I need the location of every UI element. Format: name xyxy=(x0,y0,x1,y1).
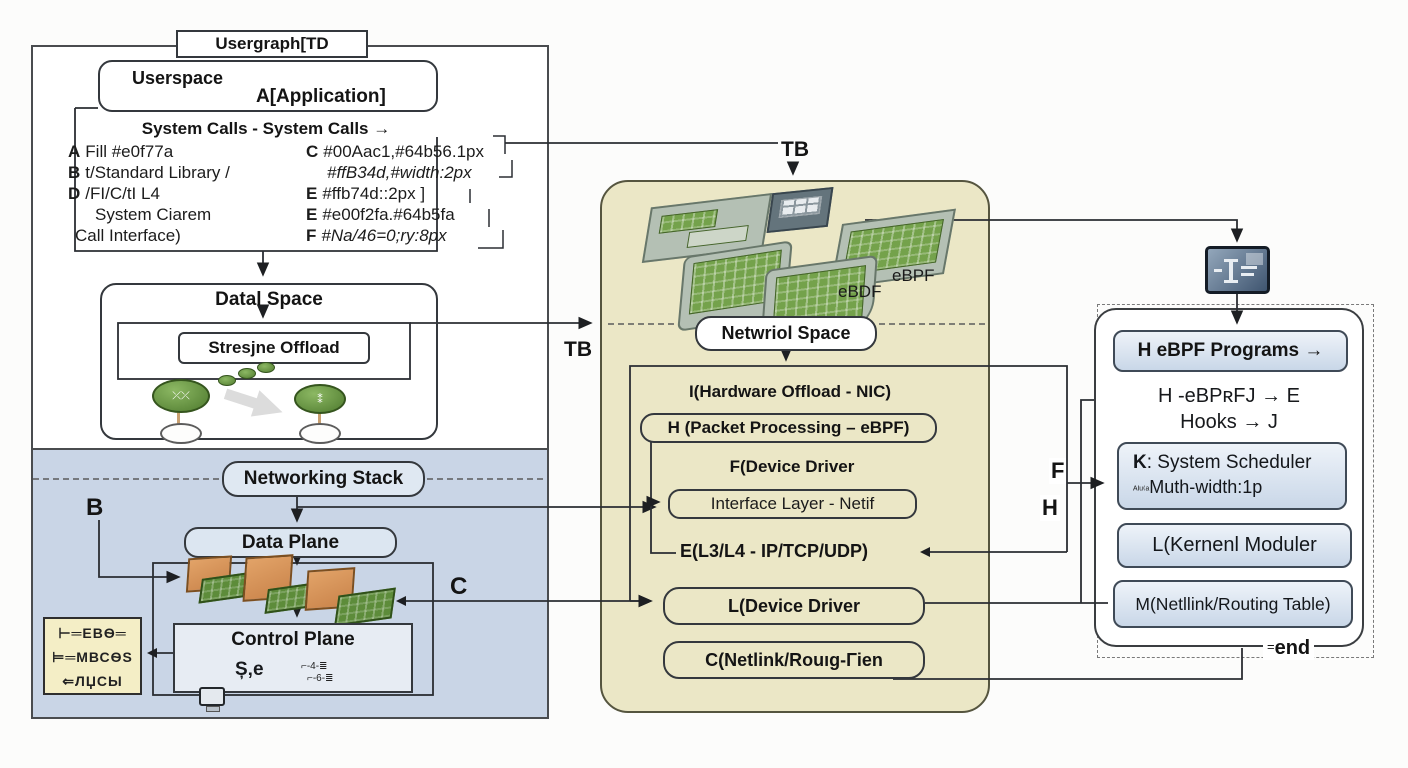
link-node-icon xyxy=(218,375,236,386)
hooks-label: H -eBPʀFJ → E xyxy=(1158,384,1300,407)
legend-row: ⊨═МВСѲЅ xyxy=(52,649,133,665)
hooks-label: Hooks → J xyxy=(1180,410,1278,433)
routing-table-box: M(Netllink/Routing Table) xyxy=(1113,580,1353,628)
diagram-title: Usergraph[TD xyxy=(215,34,329,53)
syscall-right-row: C#00Aac1,#64b56.1px xyxy=(306,142,484,161)
control-glyphs: ⌐-6-≣ xyxy=(307,673,334,684)
userspace-box: Userspace A[Application] xyxy=(98,60,438,112)
control-glyphs: Ș‚e xyxy=(235,659,264,680)
node-oval xyxy=(299,423,341,444)
label-c: C xyxy=(450,573,468,600)
router-stand xyxy=(177,408,180,428)
router-icon: ⁑ xyxy=(294,384,346,414)
scheduler-label: : System Scheduler xyxy=(1146,452,1312,473)
syscall-left-row: Call Interface) xyxy=(75,226,181,245)
syscall-right-row: #ffB34d,#width:2px xyxy=(327,163,472,182)
legend-row: ⇐ЛЏСЫ xyxy=(62,673,123,689)
stream-offload-box: Stresjne Offload xyxy=(178,332,370,364)
link-node-icon xyxy=(257,362,275,373)
ebdf-label: eBDF xyxy=(838,282,882,301)
syscall-left-row: D/FI/C/tI L4 xyxy=(68,184,160,203)
networking-stack-box: Networking Stack xyxy=(222,461,425,497)
scheduler-garble: ᴬᴵᵘ⁽ᵃ xyxy=(1133,485,1150,496)
ebpf-label: eBPF xyxy=(892,266,935,285)
scheduler-detail: Muth-width:1p xyxy=(1149,477,1263,497)
hardware-offload-label: I(Hardware Offload - NIC) xyxy=(688,382,892,401)
scheduler-key: K xyxy=(1133,452,1147,473)
userspace-label: Userspace xyxy=(132,68,224,88)
netlink-box: C(Netlink/Rouıg-Γien xyxy=(663,641,925,679)
syscall-right-row: E#ffb74d::2px ] xyxy=(306,184,426,203)
monitor-icon xyxy=(199,687,225,712)
label-f: F xyxy=(1049,458,1067,484)
data-space-label: Datal Space xyxy=(215,289,323,310)
syscalls-header: System Calls - System Calls → xyxy=(141,119,391,138)
network-space-box: Netwriol Space xyxy=(695,316,877,351)
control-glyphs: ⌐-4-≣ xyxy=(301,661,328,672)
control-plane-box: Control Plane Ș‚e ⌐-4-≣ ⌐-6-≣ xyxy=(173,623,413,712)
ebpf-programs-box: H eBPF Programs → xyxy=(1113,330,1348,372)
legend-box: ⊢═ЕВѲ═ ⊨═МВСѲЅ ⇐ЛЏСЫ xyxy=(43,617,142,695)
interface-layer-box: Interface Layer - Netif xyxy=(668,489,917,519)
l3l4-label: E(L3/L4 - IP/TCP/UDP) xyxy=(680,541,869,561)
terminal-icon xyxy=(1205,246,1270,294)
system-scheduler-box: K: System Scheduler ᴬᴵᵘ⁽ᵃMuth-width:1p xyxy=(1117,442,1347,510)
label-h: H xyxy=(1040,495,1060,521)
node-oval xyxy=(160,423,202,444)
syscall-left-row: System Ciarem xyxy=(95,205,212,224)
end-label: =end xyxy=(1263,637,1315,660)
label-tb-top: TB xyxy=(781,138,809,161)
link-node-icon xyxy=(238,368,256,379)
control-plane-label: Control Plane xyxy=(231,629,355,650)
device-driver-f-label: F(Device Driver xyxy=(729,457,855,476)
chip-icon xyxy=(766,186,834,234)
packet-processing-box: H (Packet Processing – eBPF) xyxy=(640,413,937,443)
syscall-right-row: F#Na/46=0;ry:8px xyxy=(306,226,447,245)
data-space-box: Datal Space xyxy=(100,283,438,440)
router-stand xyxy=(318,410,321,428)
device-driver-l-box: L(Device Driver xyxy=(663,587,925,625)
application-label: A[Application] xyxy=(256,86,386,107)
kernel-module-box: L(Kernenl Moduler xyxy=(1117,523,1352,568)
end-garble: = xyxy=(1267,639,1275,654)
label-b: B xyxy=(86,494,104,521)
label-tb-left: TB xyxy=(564,338,592,361)
router-icon: ⤫⤫ xyxy=(152,379,210,413)
syscall-right-row: E#e00f2fa.#64b5fa xyxy=(306,205,455,224)
legend-row: ⊢═ЕВѲ═ xyxy=(58,625,127,641)
diagram-title-box: Usergraph[TD xyxy=(176,30,368,58)
